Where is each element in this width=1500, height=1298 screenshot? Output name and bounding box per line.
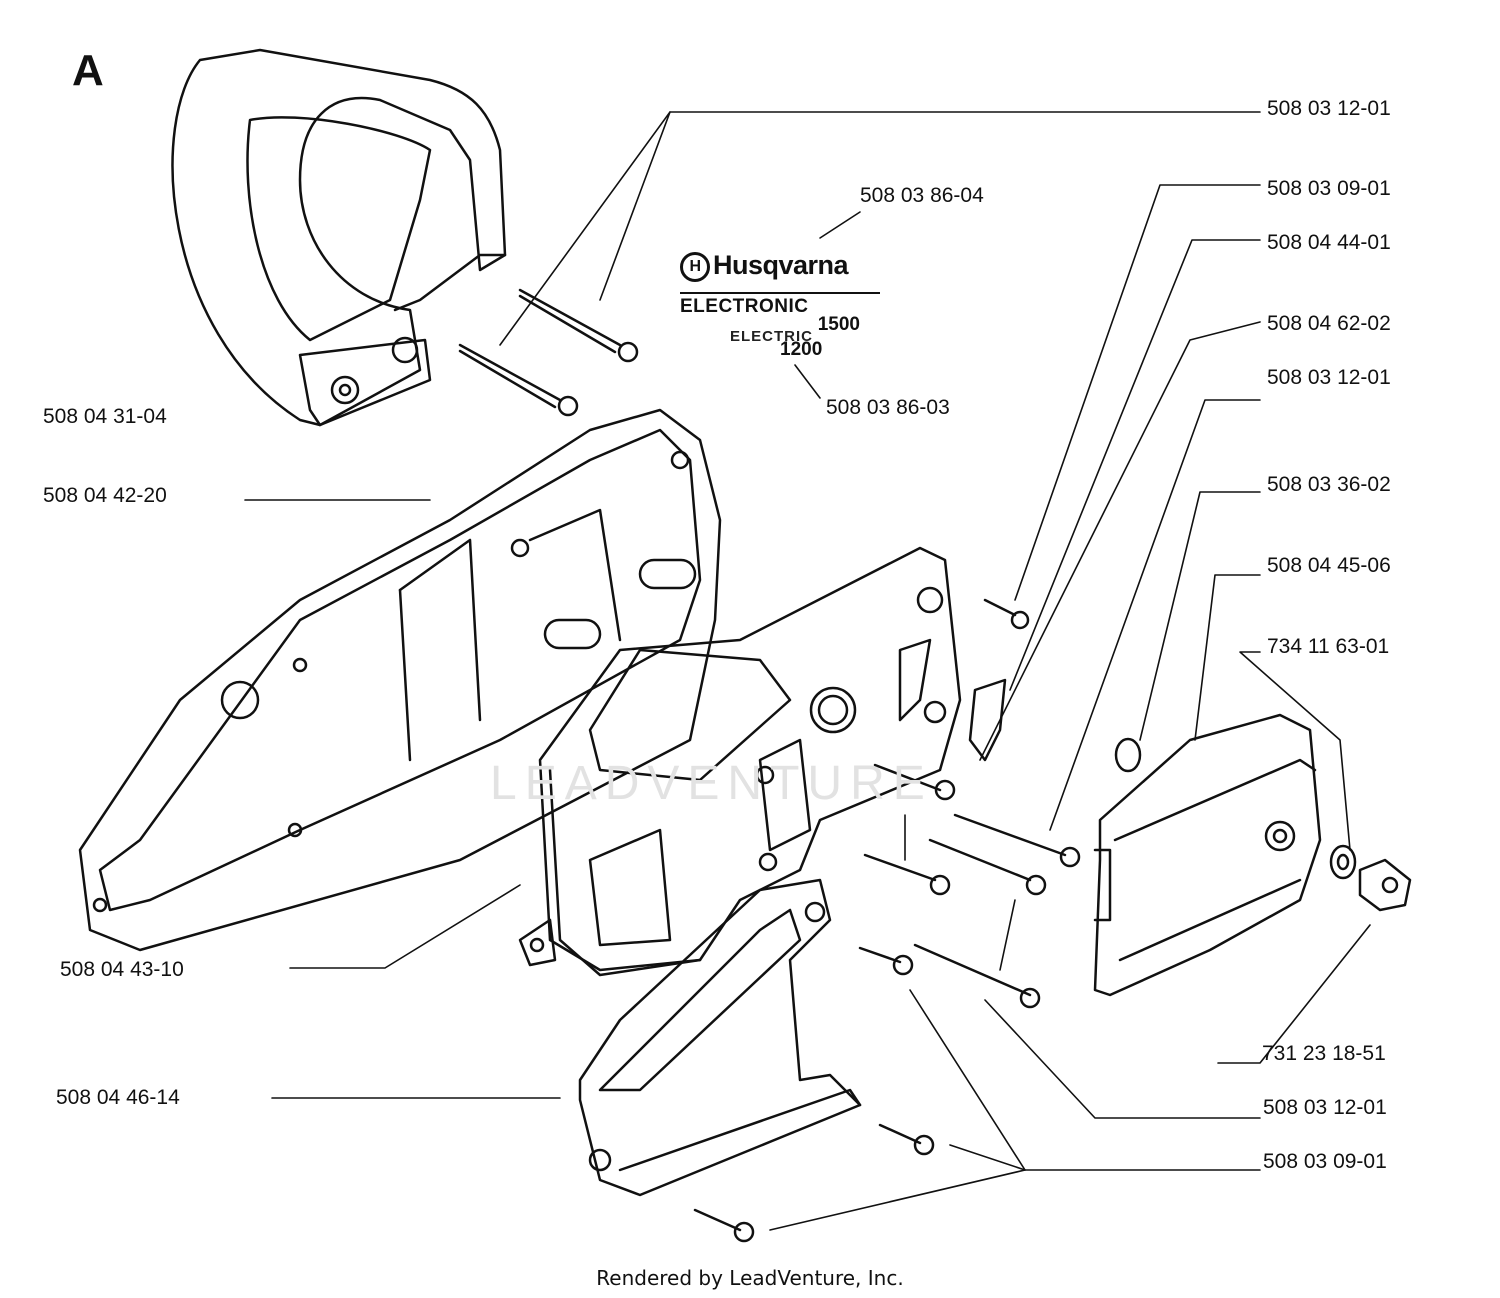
leader-lines	[244, 111, 1371, 1231]
part-label-2[interactable]: 508 03 86-04	[860, 184, 984, 207]
part-label-11[interactable]: 508 04 45-06	[1267, 554, 1391, 577]
part-label-6[interactable]: 508 03 12-01	[1267, 366, 1391, 389]
trigger-lever-part	[968, 678, 1007, 762]
front-handle-part[interactable]	[171, 48, 507, 427]
section-letter: A	[72, 46, 104, 95]
part-label-10[interactable]: 508 03 36-02	[1267, 473, 1391, 496]
chain-cover-part[interactable]	[1093, 713, 1322, 997]
handle-screws	[458, 288, 639, 417]
part-label-1[interactable]: 508 03 12-01	[1267, 97, 1391, 120]
part-label-17[interactable]: 508 03 09-01	[1263, 1150, 1387, 1173]
part-label-4[interactable]: 508 04 44-01	[1267, 231, 1391, 254]
decal-line-electronic: ELECTRONIC	[680, 291, 880, 318]
decal-line-electric: ELECTRIC	[730, 327, 813, 345]
decal-number-1500: 1500	[817, 313, 860, 335]
motor-housing-left-part[interactable]	[78, 408, 722, 952]
watermark-text: LEADVENTURE	[490, 757, 933, 810]
husqvarna-crown-icon: H	[680, 251, 710, 282]
rear-handle-part[interactable]	[578, 878, 862, 1197]
part-label-14[interactable]: 731 23 18-51	[1262, 1042, 1386, 1065]
decal-number-1200: 1200	[780, 338, 823, 360]
part-label-5[interactable]: 508 04 62-02	[1267, 312, 1391, 335]
part-label-15[interactable]: 508 04 46-14	[56, 1086, 180, 1109]
part-label-3[interactable]: 508 03 09-01	[1267, 177, 1391, 200]
footer-credit: Rendered by LeadVenture, Inc.	[596, 1266, 904, 1290]
part-label-7[interactable]: 508 03 86-03	[826, 396, 950, 419]
motor-housing-right-part[interactable]	[518, 546, 962, 977]
part-label-9[interactable]: 508 04 42-20	[43, 484, 167, 507]
part-label-13[interactable]: 508 04 43-10	[60, 958, 184, 981]
chain-cover-hardware	[1114, 737, 1412, 912]
brand-name: Husqvarna	[713, 250, 849, 280]
part-label-12[interactable]: 734 11 63-01	[1267, 635, 1390, 658]
part-label-8[interactable]: 508 04 31-04	[43, 405, 167, 428]
part-label-16[interactable]: 508 03 12-01	[1263, 1096, 1387, 1119]
body-screws	[693, 598, 1081, 1243]
